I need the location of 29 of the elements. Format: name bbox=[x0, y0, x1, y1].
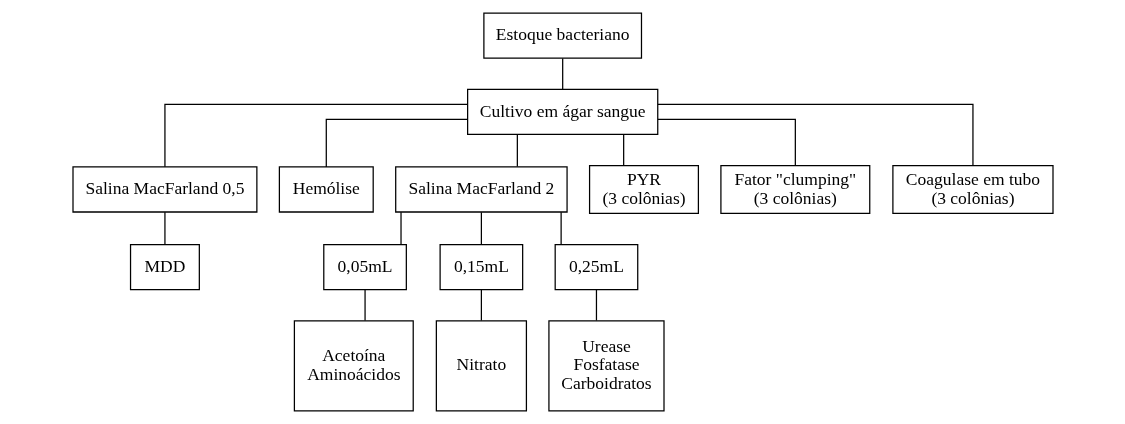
connector bbox=[480, 211, 482, 245]
connector bbox=[363, 289, 366, 322]
node-box: Cultivo em ágar sangue bbox=[466, 88, 658, 136]
node-box: PYR (3 colônias) bbox=[588, 165, 699, 214]
connector bbox=[595, 289, 597, 322]
node-box: 0,15mL bbox=[439, 243, 523, 291]
connector bbox=[656, 118, 796, 166]
node-box: Hemólise bbox=[278, 166, 374, 213]
connector bbox=[480, 289, 482, 322]
node-box: Urease Fosfatase Carboidratos bbox=[547, 320, 665, 412]
node-box: Salina MacFarland 0,5 bbox=[71, 166, 257, 213]
node-box: Fator "clumping" (3 colônias) bbox=[719, 165, 870, 214]
node-box: Nitrato bbox=[435, 320, 527, 412]
node-box: 0,05mL bbox=[322, 243, 407, 291]
node-box: Salina MacFarland 2 bbox=[394, 166, 568, 213]
connector bbox=[656, 103, 974, 166]
node-box: MDD bbox=[129, 243, 200, 291]
connector bbox=[325, 118, 468, 168]
connector bbox=[622, 134, 624, 167]
connector bbox=[399, 211, 402, 245]
connector bbox=[163, 211, 166, 245]
connector bbox=[163, 103, 468, 168]
node-box: 0,25mL bbox=[554, 243, 638, 291]
node-box: Acetoína Aminoácidos bbox=[293, 320, 414, 412]
connector bbox=[560, 211, 562, 245]
connector bbox=[516, 134, 518, 168]
connector bbox=[561, 57, 563, 90]
node-box: Estoque bacteriano bbox=[482, 12, 642, 59]
node-box: Coagulase em tubo (3 colônias) bbox=[891, 165, 1054, 214]
